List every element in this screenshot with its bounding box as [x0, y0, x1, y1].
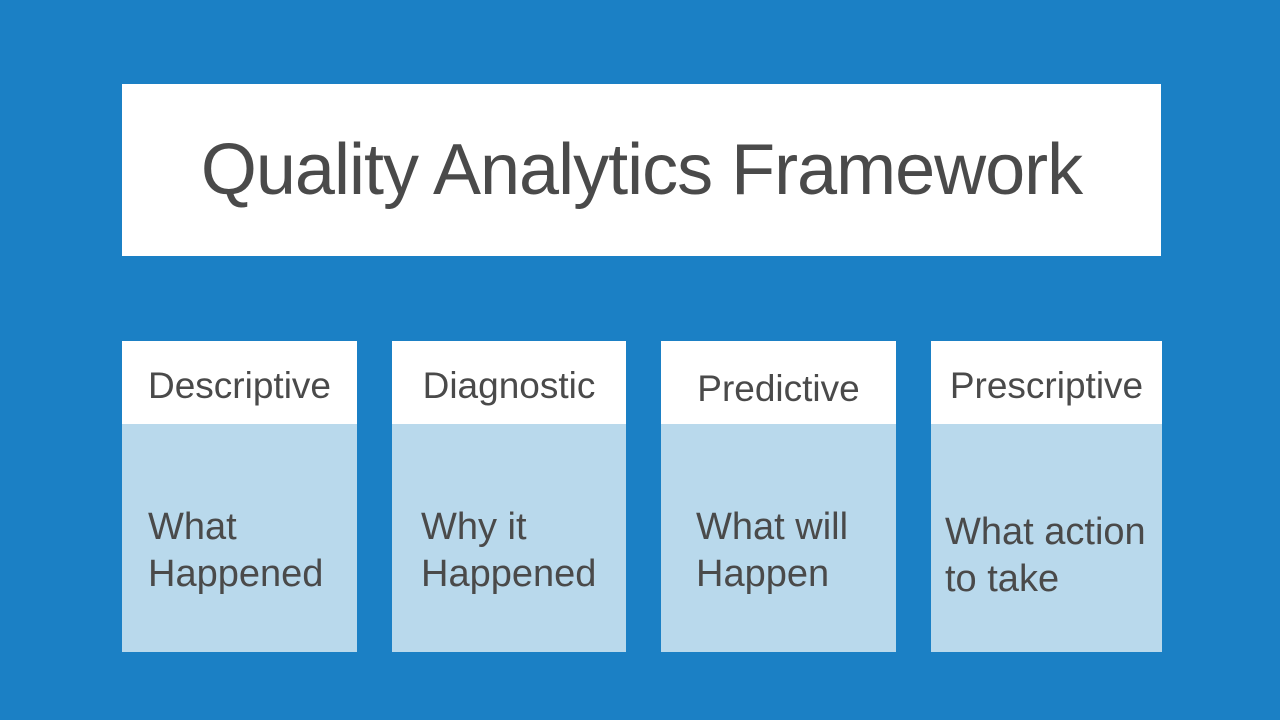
card-diagnostic-header-label: Diagnostic [422, 364, 596, 406]
card-prescriptive: Prescriptive What action to take [931, 341, 1162, 652]
card-descriptive-header-label: Descriptive [148, 364, 331, 406]
slide-title: Quality Analytics Framework [200, 130, 1083, 210]
card-diagnostic: Diagnostic Why it Happened [392, 341, 626, 652]
card-predictive-body: What will Happen [661, 424, 896, 652]
card-predictive-header: Predictive [661, 341, 896, 424]
card-descriptive-body: What Happened [122, 424, 357, 652]
card-descriptive-body-text: What Happened [148, 506, 324, 595]
card-prescriptive-body: What action to take [931, 424, 1162, 652]
card-descriptive: Descriptive What Happened [122, 341, 357, 652]
title-box: Quality Analytics Framework [122, 84, 1161, 256]
card-prescriptive-header-label: Prescriptive [949, 364, 1144, 406]
card-predictive-header-label: Predictive [697, 367, 860, 409]
cards-row: Descriptive What Happened Diagnostic Why… [122, 341, 1162, 652]
card-descriptive-header: Descriptive [122, 341, 357, 424]
card-diagnostic-body-text: Why it Happened [421, 506, 597, 595]
card-prescriptive-body-text: What action to take [945, 511, 1146, 600]
card-predictive: Predictive What will Happen [661, 341, 896, 652]
card-prescriptive-header: Prescriptive [931, 341, 1162, 424]
card-diagnostic-body: Why it Happened [392, 424, 626, 652]
card-predictive-body-text: What will Happen [696, 506, 849, 595]
card-diagnostic-header: Diagnostic [392, 341, 626, 424]
